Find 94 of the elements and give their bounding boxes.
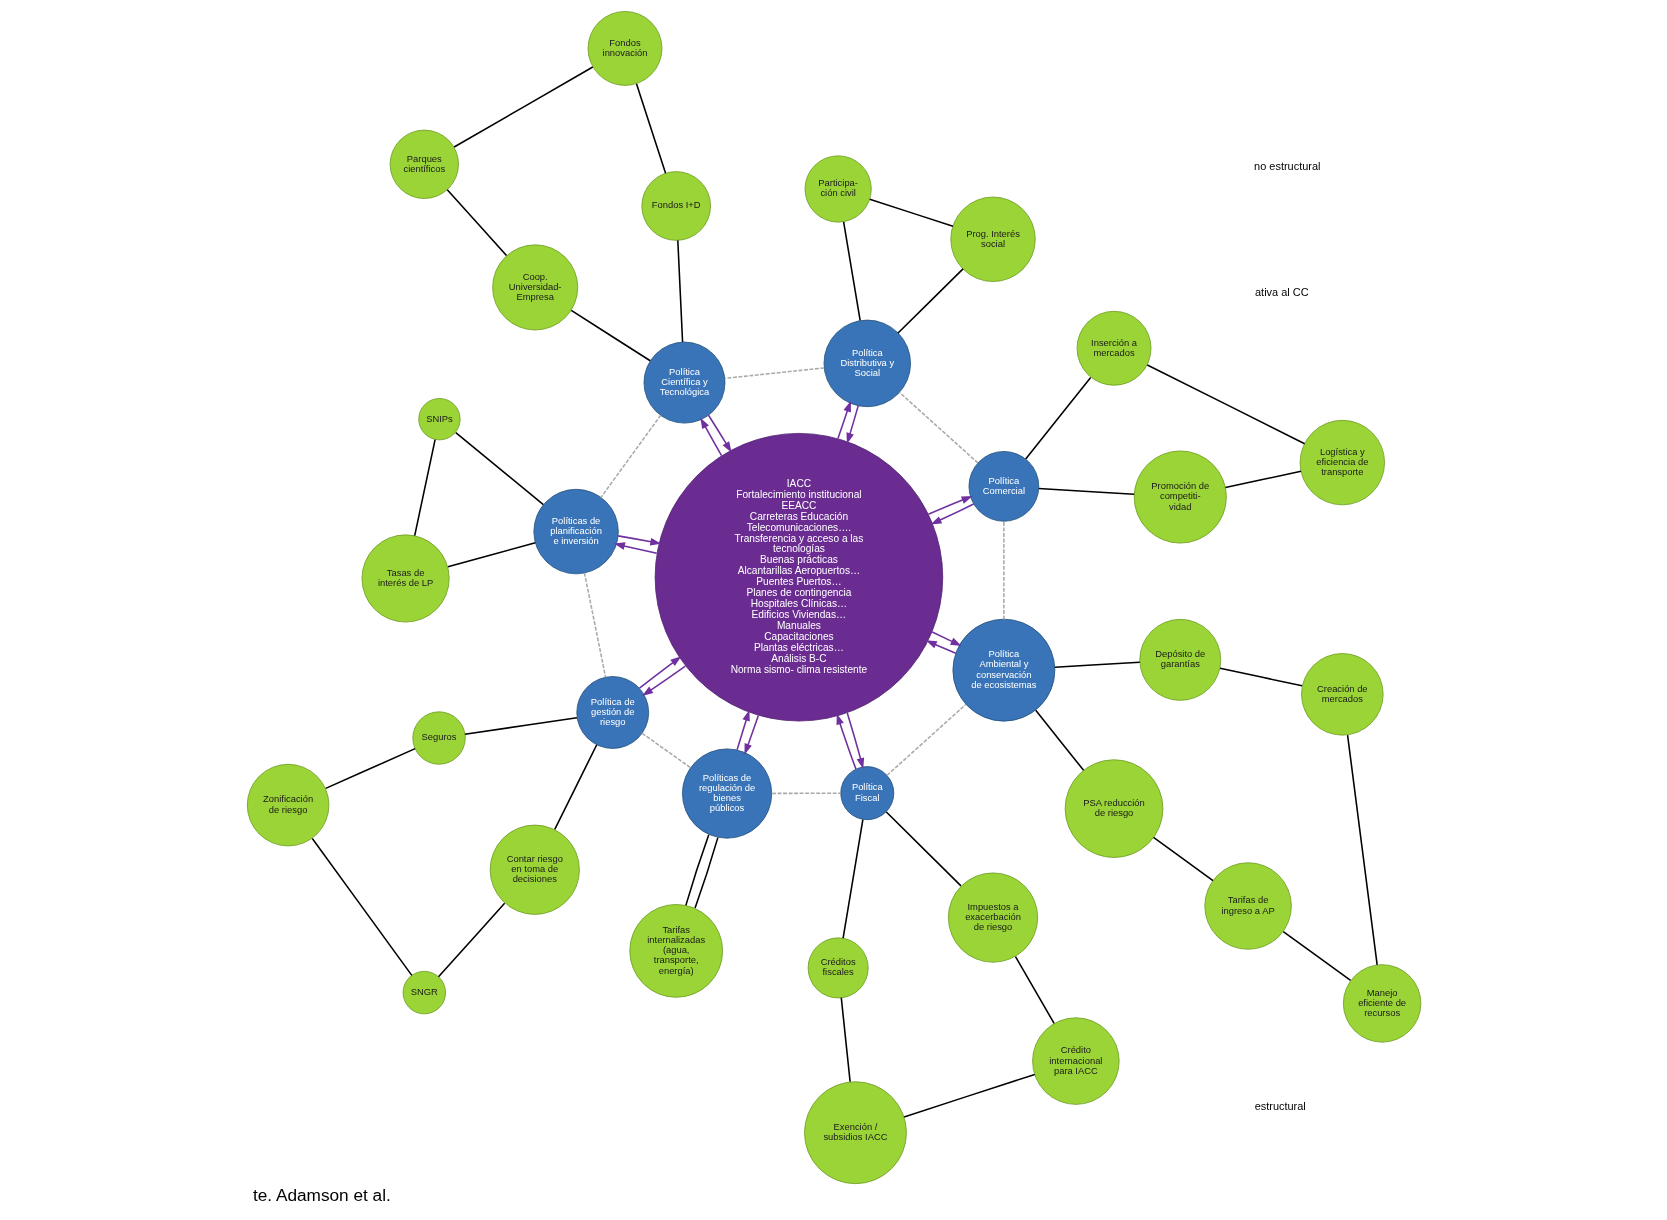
arrow [707, 414, 732, 453]
connector [452, 66, 594, 148]
connector [885, 703, 967, 777]
node-circle: Tarifas internalizadas (agua, transporte, energía) [628, 904, 723, 998]
node-circle: Zonificación de riesgo [246, 763, 329, 847]
node-circle: Prog. Interés social [949, 196, 1036, 282]
arrow [930, 503, 974, 525]
node-circle: SNIPs [417, 398, 461, 441]
arrow [735, 709, 750, 751]
connector [842, 221, 861, 322]
connector [1152, 836, 1214, 882]
connector [1053, 661, 1141, 668]
label: estructural [1254, 1099, 1306, 1112]
connector [413, 438, 436, 537]
connector [1034, 709, 1084, 772]
connector [898, 391, 979, 464]
connector [583, 572, 606, 678]
connector [1146, 364, 1305, 445]
connector [1282, 930, 1351, 982]
connector [676, 239, 683, 343]
node-circle: Política Científica y Tecnológica [643, 341, 725, 424]
arrow [836, 400, 851, 440]
connector [446, 189, 507, 257]
arrow [613, 542, 658, 555]
connector [570, 309, 651, 362]
node-circle: Logística y eficiencia de transporte [1299, 419, 1385, 506]
node-circle: Participa- ción civil [804, 155, 872, 223]
connector [770, 792, 841, 795]
node-circle: Promoción de competiti- vidad [1133, 450, 1227, 544]
connector [885, 811, 962, 887]
connector [1218, 667, 1303, 687]
arrow [925, 640, 957, 655]
connector [723, 367, 825, 380]
node-circle: Políticas de planificación e inversión [532, 488, 619, 575]
connector [635, 83, 666, 175]
node-circle: PSA reducción de riesgo [1064, 759, 1163, 858]
connector [1024, 376, 1091, 460]
node-circle: Impuestos a exacerbación de riesgo [947, 872, 1038, 963]
connector [599, 414, 661, 499]
arrow [927, 496, 973, 516]
connector [840, 996, 851, 1083]
connector [902, 1073, 1036, 1118]
connector [553, 743, 598, 831]
label: ativa al CC [1254, 285, 1309, 298]
arrow [845, 404, 859, 444]
connector [446, 541, 536, 568]
connector [868, 198, 954, 228]
node-circle: Política Comercial [968, 451, 1039, 522]
connector [1224, 470, 1302, 489]
caption: te. Adamson et al. [252, 1184, 391, 1205]
connector [454, 431, 544, 506]
connector [1002, 520, 1005, 620]
arrow [931, 631, 962, 647]
connector [896, 268, 964, 334]
arrow [836, 713, 857, 770]
node-circle: Tasas de interés de LP [361, 534, 450, 623]
node-circle: Tarifas de ingreso a AP [1203, 862, 1292, 950]
connector [311, 837, 413, 977]
node-circle: Crédito internacional para IACC [1031, 1017, 1120, 1105]
connector [437, 902, 505, 978]
label: no estructural [1253, 160, 1320, 173]
node-circle: Inserción a mercados [1076, 310, 1151, 386]
node-circle: Fondos innovación [587, 11, 662, 86]
arrow [616, 535, 661, 546]
node-circle: Coop. Universidad- Empresa [491, 244, 578, 331]
node-circle: Seguros [411, 711, 466, 765]
connector [684, 833, 710, 907]
node-circle: SNGR [402, 970, 446, 1015]
node-circle: Parques científicos [389, 129, 459, 199]
node-circle: Manejo eficiente de recursos [1342, 964, 1421, 1043]
node-circle: Exención / subsidios IACC [803, 1081, 907, 1185]
node-circle: Depósito de garantías [1138, 618, 1221, 701]
connector [1014, 955, 1055, 1025]
node-circle: Política Fiscal [839, 766, 894, 821]
arrow [699, 417, 722, 457]
arrow [846, 712, 864, 769]
node-circle: Fondos I+D [640, 171, 711, 241]
node-circle: Creación de mercados [1300, 653, 1384, 736]
node-circle: Políticas de regulación de bienes públicos [681, 748, 772, 839]
connector [1037, 487, 1135, 495]
node-circle: Política de gestión de riesgo [575, 676, 649, 749]
node-circle: Créditos fiscales [807, 937, 869, 999]
arrow [641, 665, 686, 696]
node-circle: Contar riesgo en toma de decisiones [489, 824, 580, 915]
connector [841, 818, 864, 939]
arrow [743, 714, 759, 755]
connector [463, 716, 578, 735]
arrow [638, 656, 681, 689]
node-circle: Política Distributiva y Social [823, 319, 911, 408]
connector [640, 732, 691, 769]
connector [324, 747, 416, 790]
node-circle: Política Ambiental y conservación de ecosistemas [952, 618, 1055, 722]
connector [1346, 734, 1378, 966]
connector [693, 836, 719, 909]
